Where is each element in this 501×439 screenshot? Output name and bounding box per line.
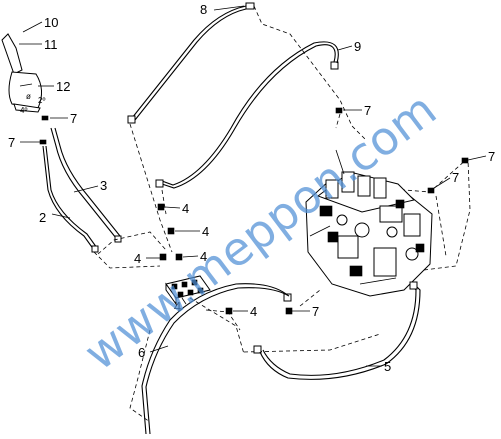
callout-12: 12 (56, 79, 70, 94)
hose-8 (127, 2, 255, 124)
hose-3 (50, 127, 122, 243)
callout-7-f: 7 (312, 304, 319, 319)
fitting-7-a (41, 115, 49, 121)
callout-4-b: 4 (202, 224, 209, 239)
joystick-symbol: ø (26, 92, 31, 101)
callout-11: 11 (44, 37, 58, 52)
callout-7-c: 7 (364, 103, 371, 118)
hose-2 (42, 145, 99, 253)
callout-5: 5 (384, 359, 391, 374)
callout-7-b: 7 (8, 135, 15, 150)
fitting-4-f (225, 307, 233, 315)
hose-9 (155, 41, 339, 189)
hose-6 (141, 283, 292, 435)
fitting-7-b (39, 139, 47, 145)
callout-4-c: 4 (134, 251, 141, 266)
port-label-4: 4º (20, 106, 27, 115)
callout-3: 3 (100, 178, 107, 193)
callout-2: 2 (39, 210, 46, 225)
callout-7-a: 7 (70, 111, 77, 126)
callout-7-d: 7 (488, 149, 495, 164)
fitting-7-e (427, 187, 435, 194)
callout-4-e: 4 (174, 299, 181, 314)
fitting-7-f (285, 307, 293, 315)
callout-7-e: 7 (452, 170, 459, 185)
fitting-4-c (159, 253, 167, 261)
callout-4-f: 4 (250, 304, 257, 319)
main-control-valve (305, 149, 433, 297)
fitting-7-c (335, 107, 343, 114)
callout-10: 10 (44, 15, 58, 30)
callout-9: 9 (354, 39, 361, 54)
pilot-control-valve: ø 2º 4º (1, 33, 45, 115)
fitting-4-a (157, 203, 165, 211)
callout-8: 8 (200, 2, 207, 17)
fitting-7-d (461, 157, 469, 164)
hose-5 (253, 281, 421, 380)
port-label-2: 2º (38, 96, 45, 105)
fitting-4-d (175, 253, 183, 261)
callout-4-a: 4 (182, 201, 189, 216)
fitting-4-b (167, 227, 175, 235)
pilot-manifold (165, 275, 211, 306)
callout-4-d: 4 (200, 249, 207, 264)
callout-6: 6 (138, 345, 145, 360)
